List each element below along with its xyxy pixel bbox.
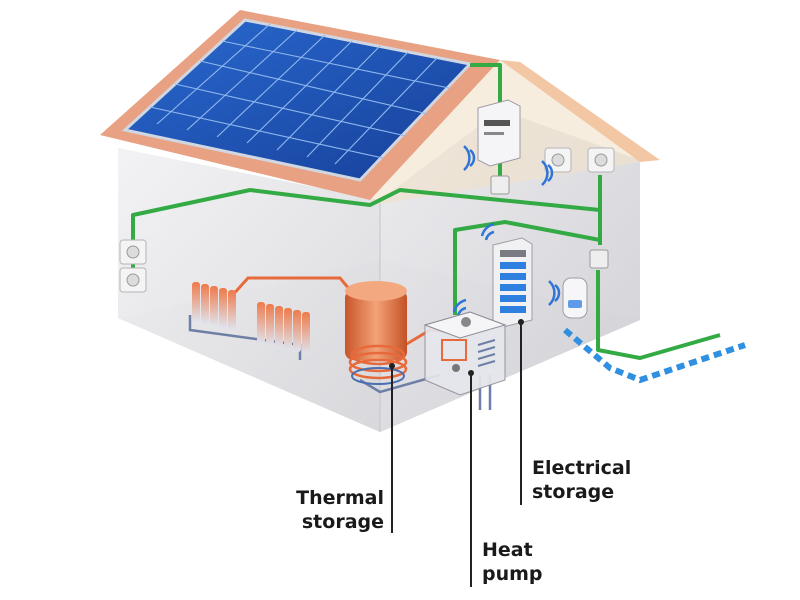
roof-ridge: [500, 60, 660, 162]
label-electrical-storage-line1: Electrical: [532, 457, 632, 479]
leader-lines: [389, 319, 524, 587]
label-thermal-storage-line1: Thermal: [296, 487, 384, 509]
electrical-wiring: [131, 63, 721, 360]
label-thermal-storage: Thermal storage: [292, 486, 384, 534]
switch-icon: [589, 249, 609, 269]
switch-icon: [490, 175, 510, 195]
smart-meter-icon: [562, 277, 588, 319]
wall-socket-icon: [119, 239, 147, 293]
heat-pump-icon: [423, 311, 507, 396]
label-electrical-storage-line2: storage: [532, 481, 615, 503]
hot-water-tank-icon: [345, 281, 408, 385]
label-heat-pump: Heat pump: [482, 538, 543, 586]
battery-storage-icon: [492, 237, 533, 328]
label-heat-pump-line2: pump: [482, 563, 543, 585]
radiator-icon: [192, 282, 310, 354]
grid-connection-line: [563, 327, 746, 384]
house-left-wall: [118, 148, 380, 432]
label-thermal-storage-line2: storage: [301, 511, 384, 533]
label-electrical-storage: Electrical storage: [532, 456, 631, 504]
solar-panel-icon: [121, 18, 473, 182]
wireless-signal-icon: [452, 145, 561, 317]
label-heat-pump-line1: Heat: [482, 539, 533, 561]
wall-socket-icon: [544, 147, 615, 173]
inverter-icon: [477, 99, 521, 167]
